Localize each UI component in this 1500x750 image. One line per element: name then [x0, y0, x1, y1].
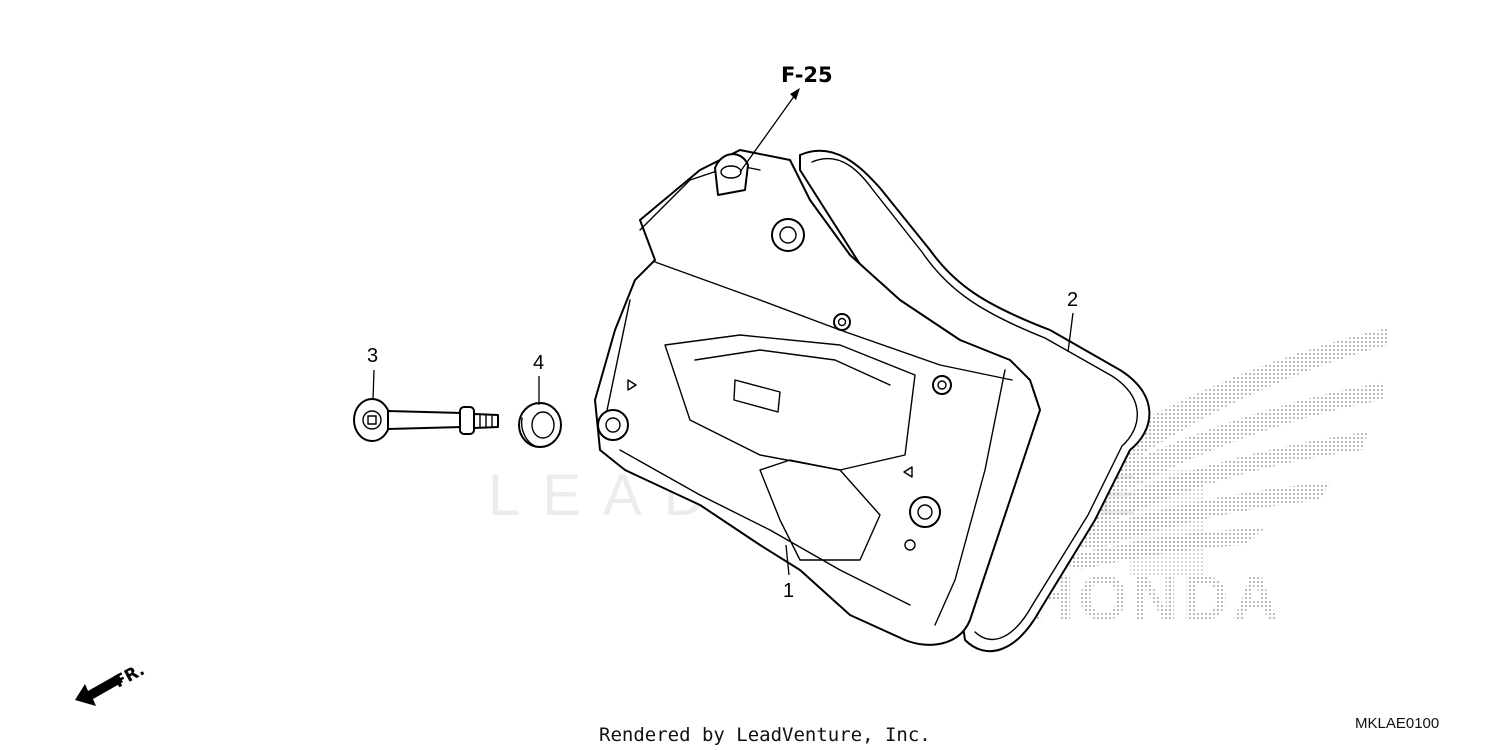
- reference-label: F-25: [781, 63, 833, 87]
- rendered-by-credit: Rendered by LeadVenture, Inc.: [599, 724, 931, 746]
- honda-logo-text: HONDA: [1028, 562, 1283, 634]
- callout-2: 2: [1067, 289, 1078, 311]
- front-direction-label: FR.: [111, 660, 148, 692]
- part-1-head-cover[interactable]: [594, 149, 1041, 646]
- leader-lines: [372, 88, 1074, 576]
- front-direction-arrow: FR.: [75, 660, 148, 706]
- part-4-washer[interactable]: [518, 402, 562, 448]
- callout-3: 3: [367, 345, 378, 367]
- callout-4: 4: [533, 352, 544, 374]
- diagram-code: MKLAE0100: [1355, 715, 1439, 732]
- callout-1: 1: [783, 580, 794, 602]
- part-3-bolt[interactable]: [353, 398, 499, 442]
